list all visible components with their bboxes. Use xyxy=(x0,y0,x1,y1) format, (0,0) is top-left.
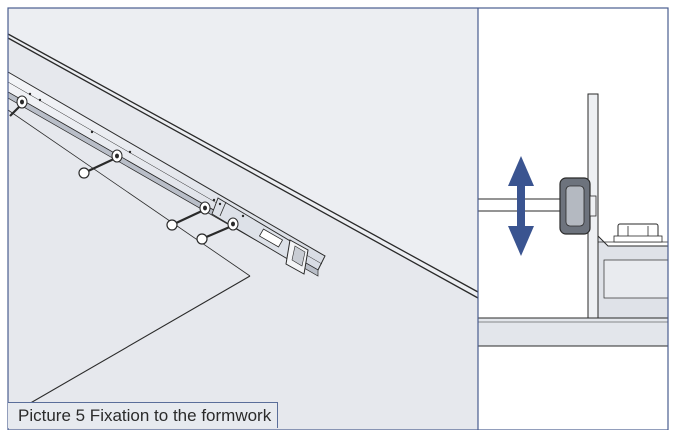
slab-fold-line xyxy=(7,109,251,277)
formwork-top-edge xyxy=(7,33,479,293)
nail-3 xyxy=(166,201,211,231)
angle-inner-block xyxy=(603,259,669,299)
right-panel xyxy=(477,8,669,430)
double-headed-vertical-arrow-icon xyxy=(508,156,534,256)
nail-2 xyxy=(78,149,123,179)
figure-caption: Picture 5 Fixation to the formwork xyxy=(8,402,279,428)
left-panel xyxy=(7,8,479,430)
nail-4 xyxy=(196,217,239,245)
bolt-head xyxy=(613,223,663,243)
joint-seam xyxy=(219,201,227,217)
base-slab xyxy=(477,317,669,347)
end-clip-inner xyxy=(291,245,306,267)
slab-lower-edge xyxy=(7,275,251,417)
joint-slot xyxy=(258,228,284,248)
bar-holes xyxy=(28,92,245,218)
formwork-top-edge-inner xyxy=(7,37,479,299)
formwork-slab xyxy=(8,38,478,430)
nail-1 xyxy=(9,95,28,117)
figure-frame xyxy=(7,7,669,430)
clamp-nut xyxy=(559,177,597,235)
